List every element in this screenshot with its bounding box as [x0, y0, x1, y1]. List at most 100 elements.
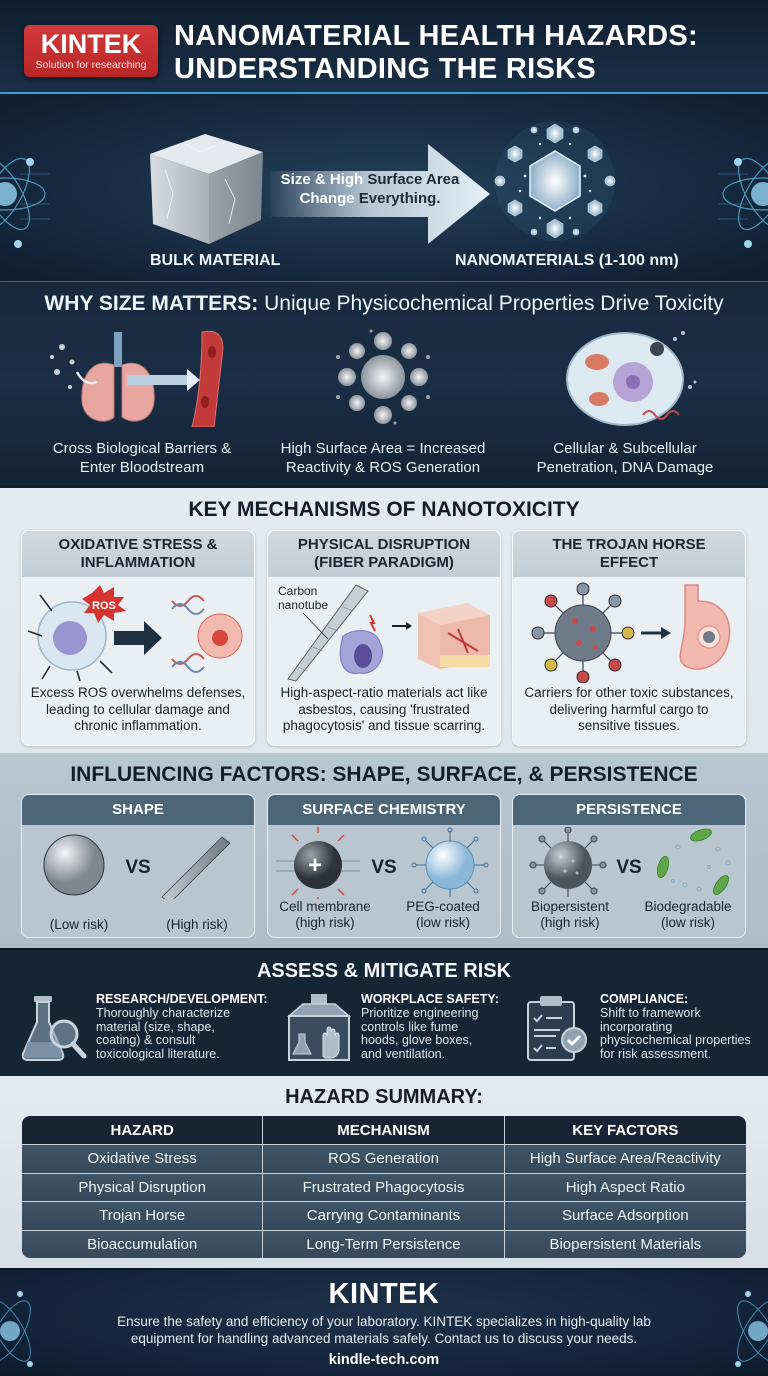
website-link[interactable]: kindle-tech.com: [328, 1352, 440, 1368]
page-title-line2: UNDERSTANDING THE RISKS: [174, 53, 597, 85]
ros-cell-icon: ROS: [27, 585, 243, 682]
key-mechanisms-title: KEY MECHANISMS OF NANOTOXICITY: [188, 498, 580, 521]
table-cell: Surface Adsorption: [504, 1201, 746, 1230]
vs-label: VS: [371, 857, 397, 878]
why-item-cellular: Cellular & Subcellular Penetration, DNA …: [515, 327, 735, 477]
atom-icon: [0, 1291, 33, 1367]
nanoparticle-cluster-icon: [494, 121, 616, 241]
factor-card-persistence: PERSISTENCE VS: [512, 794, 746, 938]
table-row: Bioaccumulation Long-Term Persistence Bi…: [22, 1229, 746, 1258]
transform-arrow-icon: [270, 144, 490, 244]
hero-section: Size & High Surface Area Change Everythi…: [0, 92, 768, 282]
carbon-nanotube-label: Carbon: [278, 584, 317, 598]
table-cell: Frustrated Phagocytosis: [263, 1172, 505, 1201]
factor-card-shape: SHAPE VS (Low risk) (High risk): [21, 794, 255, 938]
hazard-summary-table: HAZARD MECHANISM KEY FACTORS Oxidative S…: [22, 1116, 746, 1258]
why-size-matters-title: WHY SIZE MATTERS: Unique Physicochemical…: [44, 292, 724, 315]
table-cell: Trojan Horse: [22, 1201, 264, 1230]
charged-vs-peg-coated-particle-icon: +: [276, 827, 489, 899]
table-cell: Long-Term Persistence: [263, 1229, 505, 1258]
mechanism-card-description: High-aspect-ratio materials act like asb…: [280, 685, 488, 733]
column-header-key-factors: KEY FACTORS: [504, 1116, 746, 1144]
hazard-summary-section: HAZARD SUMMARY: HAZARD MECHANISM KEY FAC…: [0, 1076, 768, 1268]
table-cell: High Surface Area/Reactivity: [504, 1144, 746, 1173]
hero-arrow-text: Size & High Surface Area Change Everythi…: [280, 171, 460, 207]
biopersistent-vs-biodegradable-icon: [529, 827, 731, 897]
vs-label: VS: [616, 857, 642, 878]
trojan-horse-carrier-icon: [531, 582, 731, 683]
mechanism-card-description: Excess ROS overwhelms defenses, leading …: [30, 685, 246, 733]
assess-item-body: Thoroughly characterize material (size, …: [96, 1006, 231, 1061]
assess-item-heading: COMPLIANCE:: [600, 992, 689, 1006]
hazard-summary-title: HAZARD SUMMARY:: [285, 1086, 483, 1108]
assess-item-heading: RESEARCH/DEVELOPMENT:: [96, 992, 268, 1006]
table-cell: High Aspect Ratio: [504, 1172, 746, 1201]
footer: KINTEK Ensure the safety and efficiency …: [0, 1268, 768, 1376]
factor-card-title: SHAPE: [22, 795, 254, 825]
factor-card-title: PERSISTENCE: [513, 795, 745, 825]
influencing-factors-title: INFLUENCING FACTORS: SHAPE, SURFACE, & P…: [70, 763, 698, 786]
assess-mitigate-title: ASSESS & MITIGATE RISK: [256, 960, 512, 982]
atom-icon: [0, 157, 50, 248]
table-cell: Bioaccumulation: [22, 1229, 264, 1258]
fume-hood-icon: [286, 994, 352, 1061]
flask-magnifier-icon: [21, 996, 87, 1061]
factor-card-surface-chemistry: SURFACE CHEMISTRY + VS Cell memb: [267, 794, 501, 938]
why-size-matters-section: WHY SIZE MATTERS: Unique Physicochemical…: [0, 282, 768, 485]
table-row: Trojan Horse Carrying Contaminants Surfa…: [22, 1201, 746, 1230]
table-cell: Biopersistent Materials: [504, 1229, 746, 1258]
cell-membrane-label: Cell membrane (high risk): [279, 899, 371, 930]
table-cell: Oxidative Stress: [22, 1144, 264, 1173]
bulk-cube-icon: [150, 134, 263, 244]
bulk-material-label: BULK MATERIAL: [150, 252, 281, 269]
carbon-nanotube-icon: Carbon nanotube: [278, 584, 490, 682]
biodegradable-label: Biodegradable (low risk): [644, 899, 732, 930]
table-header-row: HAZARD MECHANISM KEY FACTORS: [22, 1116, 746, 1144]
mechanism-card-title: PHYSICAL DISRUPTION (FIBER PARADIGM): [268, 531, 500, 577]
assess-mitigate-section: ASSESS & MITIGATE RISK RESEARCH/DEVELOPM…: [0, 948, 768, 1076]
lungs-bloodstream-icon: [50, 330, 224, 427]
cell-dna-icon: [566, 331, 697, 426]
table-row: Physical Disruption Frustrated Phagocyto…: [22, 1172, 746, 1201]
high-risk-label: (High risk): [166, 917, 228, 932]
key-mechanisms-section: KEY MECHANISMS OF NANOTOXICITY OXIDATIVE…: [0, 485, 768, 753]
logo-name: KINTEK: [40, 29, 142, 59]
mechanism-card-title: OXIDATIVE STRESS & INFLAMMATION: [22, 531, 254, 577]
clipboard-check-icon: [527, 996, 587, 1061]
assess-item-compliance: COMPLIANCE: Shift to framework incorpora…: [522, 992, 768, 1072]
why-item-surface-area: High Surface Area = Increased Reactivity…: [273, 327, 493, 477]
atom-icon: [735, 1291, 768, 1367]
assess-item-heading: WORKPLACE SAFETY:: [361, 992, 499, 1006]
page-title-line1: NANOMATERIAL HEALTH HAZARDS:: [174, 20, 698, 52]
biopersistent-label: Biopersistent (high risk): [530, 899, 610, 930]
nanomaterials-label: NANOMATERIALS (1-100 nm): [455, 252, 679, 269]
atom-icon: [718, 157, 768, 248]
influencing-factors-section: INFLUENCING FACTORS: SHAPE, SURFACE, & P…: [0, 753, 768, 948]
assess-item-research: RESEARCH/DEVELOPMENT: Thoroughly charact…: [18, 992, 268, 1072]
mechanism-card-oxidative-stress: OXIDATIVE STRESS & INFLAMMATION ROS Exce…: [21, 530, 255, 746]
kintek-logo[interactable]: KINTEK Solution for researching: [24, 25, 158, 77]
table-cell: ROS Generation: [263, 1144, 505, 1173]
column-header-hazard: HAZARD: [22, 1116, 264, 1144]
mechanism-card-physical-disruption: PHYSICAL DISRUPTION (FIBER PARADIGM) Car…: [267, 530, 501, 746]
plus-charge-icon: +: [308, 852, 322, 879]
why-item-barriers: Cross Biological Barriers & Enter Bloods…: [32, 327, 252, 477]
column-header-mechanism: MECHANISM: [263, 1116, 505, 1144]
vs-label: VS: [125, 857, 151, 878]
factor-card-title: SURFACE CHEMISTRY: [268, 795, 500, 825]
assess-item-workplace: WORKPLACE SAFETY: Prioritize engineering…: [283, 992, 533, 1072]
table-row: Oxidative Stress ROS Generation High Sur…: [22, 1144, 746, 1173]
assess-item-body: Prioritize engineering controls like fum…: [361, 1006, 479, 1061]
peg-coated-label: PEG-coated (low risk): [406, 899, 480, 930]
mechanism-card-trojan-horse: THE TROJAN HORSE EFFECT Carriers for oth…: [512, 530, 746, 746]
ros-badge: ROS: [92, 600, 116, 612]
mechanism-card-title: THE TROJAN HORSE EFFECT: [513, 531, 745, 577]
mechanism-card-description: Carriers for other toxic substances, del…: [524, 685, 734, 733]
page-title: NANOMATERIAL HEALTH HAZARDS: UNDERSTANDI…: [174, 20, 754, 86]
footer-brand: KINTEK: [328, 1278, 440, 1310]
sphere-vs-rod-icon: [43, 834, 231, 899]
svg-text:nanotube: nanotube: [278, 598, 328, 612]
table-cell: Carrying Contaminants: [263, 1201, 505, 1230]
low-risk-label: (Low risk): [49, 917, 109, 932]
assess-item-body: Shift to framework incorporating physico…: [600, 1006, 751, 1061]
